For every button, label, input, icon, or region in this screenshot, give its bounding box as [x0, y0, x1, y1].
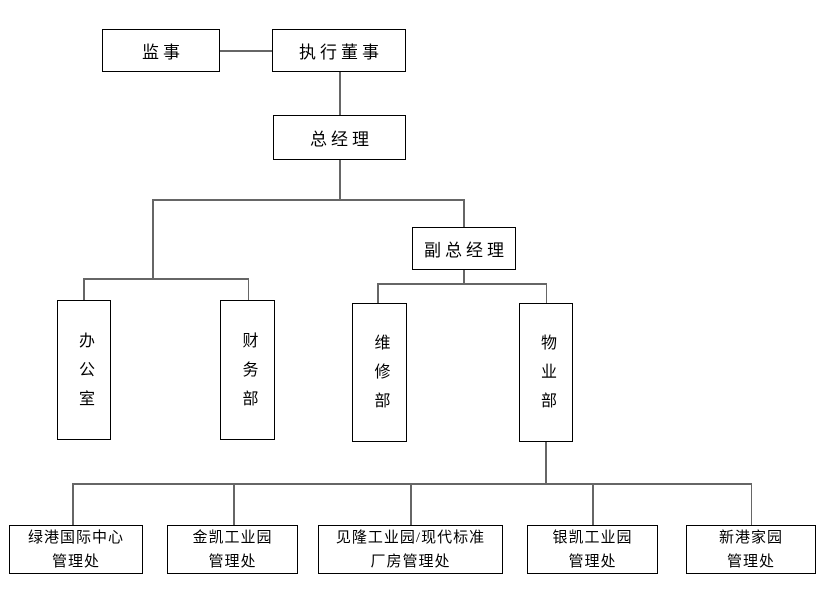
- org-node-maintenance-dept: 维修部: [352, 303, 407, 442]
- org-node-jinkai-office: 金凯工业园 管理处: [167, 525, 298, 574]
- org-node-finance-dept: 财务部: [220, 300, 275, 440]
- org-node-supervisor: 监事: [102, 29, 220, 72]
- connector-gm-down: [339, 160, 341, 200]
- connector-jinkai-stub: [233, 483, 235, 526]
- org-node-general-manager: 总经理: [273, 115, 406, 160]
- connector-xingang-stub: [750, 483, 752, 526]
- connector-lvgang-stub: [72, 483, 74, 526]
- org-node-yinkai-office: 银凯工业园 管理处: [527, 525, 658, 574]
- connector-gm-branch: [152, 199, 464, 201]
- org-node-property-dept: 物业部: [519, 303, 573, 442]
- connector-property-down: [545, 442, 547, 484]
- connector-property-stub: [545, 283, 547, 304]
- connector-jianlong-stub: [410, 483, 412, 526]
- org-node-executive-director: 执行董事: [272, 29, 406, 72]
- connector-maintenance-property: [377, 283, 547, 285]
- org-node-office: 办公室: [57, 300, 111, 440]
- connector-finance-stub: [247, 278, 249, 301]
- connector-office-stub: [83, 278, 85, 301]
- connector-offices-branch: [72, 483, 752, 485]
- connector-office-finance: [83, 278, 249, 280]
- org-node-deputy-general-manager: 副总经理: [412, 227, 516, 270]
- connector-executive-gm: [339, 72, 341, 115]
- org-node-lvgang-office: 绿港国际中心 管理处: [9, 525, 143, 574]
- connector-yinkai-stub: [592, 483, 594, 526]
- org-node-xingang-office: 新港家园 管理处: [686, 525, 816, 574]
- connector-left-branch-down: [152, 199, 154, 279]
- connector-dgm-down: [463, 270, 465, 284]
- org-node-jianlong-office: 见隆工业园/现代标准 厂房管理处: [318, 525, 503, 574]
- connector-supervisor-executive: [220, 50, 272, 52]
- connector-maintenance-stub: [377, 283, 379, 304]
- connector-dgm-stub: [463, 199, 465, 228]
